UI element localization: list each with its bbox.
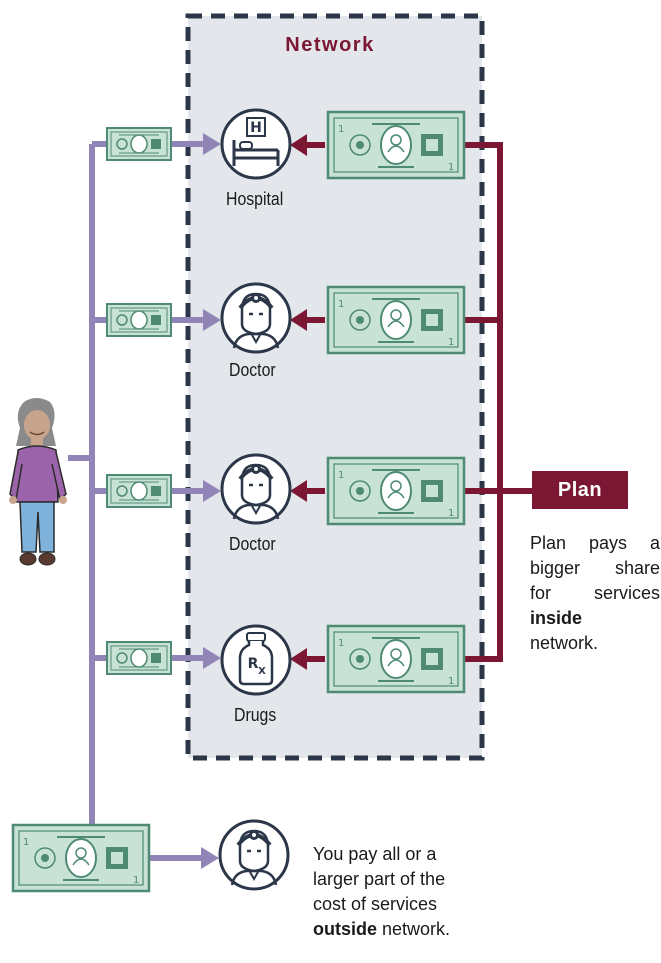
outside-description-line-4: outside network. xyxy=(313,917,450,942)
plan-description-bold: inside xyxy=(530,608,583,628)
outside-description-line-2: larger part of the xyxy=(313,869,446,889)
prescription-bottle-icon: R X xyxy=(220,624,292,696)
provider-label-doctor-1: Doctor xyxy=(229,360,276,380)
doctor-icon xyxy=(220,453,292,525)
member-arrowheads xyxy=(201,133,221,869)
outside-description-bold: outside xyxy=(313,919,378,939)
provider-label-doctor-2: Doctor xyxy=(229,534,276,554)
member-bill-drugs xyxy=(106,641,172,675)
provider-label-hospital: Hospital xyxy=(226,189,284,209)
outside-description-line-1: You pay all or a xyxy=(313,844,437,864)
outside-description-line-3: cost of services xyxy=(313,894,438,914)
plan-bill-doctor-2 xyxy=(326,456,466,526)
plan-description-line-5: network. xyxy=(530,633,599,653)
plan-description-line-3: for services xyxy=(530,583,660,603)
plan-description-line-2: bigger share xyxy=(530,558,660,578)
plan-bill-drugs xyxy=(326,624,466,694)
doctor-icon xyxy=(220,282,292,354)
svg-text:H: H xyxy=(250,120,262,136)
outside-description: You pay all or a larger part of the cost… xyxy=(313,842,450,942)
member-bill-doctor-1 xyxy=(106,303,172,337)
plan-description: Plan pays a bigger share for services in… xyxy=(530,531,660,656)
outside-description-tail: network. xyxy=(377,919,451,939)
plan-description-line-1: Plan pays a xyxy=(530,533,660,553)
member-bill-outside xyxy=(11,823,151,893)
outside-doctor-icon xyxy=(218,819,290,891)
svg-text:X: X xyxy=(258,666,266,677)
member-bill-hospital xyxy=(106,127,172,161)
network-title: Network xyxy=(285,34,375,56)
svg-text:R: R xyxy=(248,656,259,672)
plan-box: Plan xyxy=(532,471,628,509)
member-bill-doctor-2 xyxy=(106,474,172,508)
plan-bill-hospital xyxy=(326,110,466,180)
plan-arrowheads xyxy=(290,134,307,670)
person-figure xyxy=(9,398,67,566)
provider-label-drugs: Drugs xyxy=(234,705,277,725)
hospital-bed-icon: H xyxy=(220,108,292,180)
plan-payment-lines xyxy=(305,142,532,662)
plan-bill-doctor-1 xyxy=(326,285,466,355)
